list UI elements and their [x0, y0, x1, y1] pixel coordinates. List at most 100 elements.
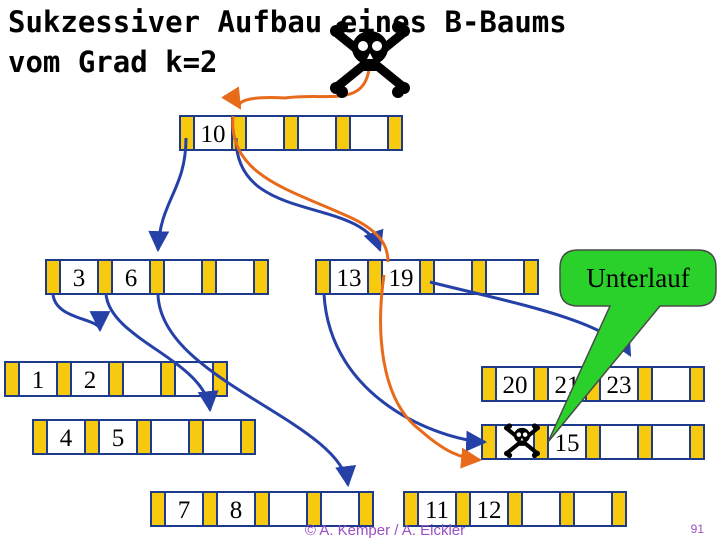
key-slot: [521, 491, 561, 527]
key-slot: [193, 115, 233, 151]
key-label: 4: [60, 425, 73, 452]
key-slot: [150, 419, 190, 455]
pointer-slot: [253, 259, 269, 295]
key-slot: [70, 361, 110, 397]
pointer-slot: [335, 115, 351, 151]
key-label: 5: [112, 425, 125, 452]
key-label: 6: [125, 265, 138, 292]
pointer-slot: [201, 259, 217, 295]
underflow-callout: Unterlauf: [547, 249, 717, 443]
pointer-slot: [611, 491, 627, 527]
key-label: 23: [607, 372, 632, 399]
pointer-left-to-leaf-1-2: [51, 293, 111, 333]
pointer-root-to-left: [148, 137, 188, 253]
pointer-slot: [507, 491, 523, 527]
key-slot: [163, 259, 203, 295]
pointer-slot: [32, 419, 48, 455]
key-slot: [381, 259, 421, 295]
key-slot: [573, 491, 613, 527]
pointer-slot: [559, 491, 575, 527]
key-slot: [349, 115, 389, 151]
pointer-slot: [306, 491, 322, 527]
title-line-2: vom Grad k=2: [8, 45, 218, 79]
pointer-slot: [108, 361, 124, 397]
key-slot: [469, 491, 509, 527]
pointer-root-to-right: [234, 137, 384, 252]
key-label: 20: [503, 372, 528, 399]
key-slot: [599, 366, 639, 402]
key-label: 12: [477, 497, 502, 524]
pointer-slot: [358, 491, 374, 527]
pointer-slot: [150, 491, 166, 527]
key-label: 1: [32, 367, 45, 394]
copyright-footer: © A. Kemper / A. Eickler: [305, 522, 465, 539]
pointer-slot: [637, 424, 653, 460]
key-slot: [98, 419, 138, 455]
callout-bubble: [547, 249, 717, 443]
pointer-slot: [455, 491, 471, 527]
path-skull-to-root: [221, 59, 372, 110]
key-slot: [216, 491, 256, 527]
key-slot: [651, 424, 691, 460]
pointer-slot: [471, 259, 487, 295]
key-label: 19: [389, 265, 414, 292]
key-slot: [18, 361, 58, 397]
pointer-slot: [403, 491, 419, 527]
pointer-slot: [56, 361, 72, 397]
page-number: 91: [691, 522, 705, 536]
key-label: 15: [555, 430, 580, 457]
pointer-slot: [136, 419, 152, 455]
key-slot: [215, 259, 255, 295]
path-root-to-right: [231, 115, 390, 263]
pointer-slot: [387, 115, 403, 151]
callout-label: Unterlauf: [586, 263, 689, 293]
pointer-slot: [637, 366, 653, 402]
key-slot: [122, 361, 162, 397]
pointer-slot: [315, 259, 331, 295]
pointer-slot: [149, 259, 165, 295]
key-slot: [164, 491, 204, 527]
key-label: 11: [425, 497, 449, 524]
pointer-slot: [367, 259, 383, 295]
pointer-slot: [202, 491, 218, 527]
pointer-slot: [240, 419, 256, 455]
key-label: 10: [201, 121, 226, 148]
title-line-1: Sukzessiver Aufbau eines B-Baums: [8, 5, 567, 39]
pointer-slot: [585, 424, 601, 460]
key-slot: [245, 115, 285, 151]
key-label: 7: [178, 497, 191, 524]
pointer-slot: [419, 259, 435, 295]
btree-node-root: 10: [179, 115, 403, 151]
key-slot: [651, 366, 691, 402]
pointer-left-to-leaf-7-8: [156, 293, 357, 488]
pointer-left-to-leaf-4-5: [104, 293, 219, 413]
skull-crossbones-icon: [330, 21, 410, 98]
pointer-slot: [689, 424, 705, 460]
pointer-slot: [533, 366, 549, 402]
pointer-slot: [4, 361, 20, 397]
key-slot: [599, 424, 639, 460]
pointer-slot: [188, 419, 204, 455]
pointer-right-to-leaf-15: [322, 293, 488, 452]
pointer-slot: [523, 259, 539, 295]
pointer-slot: [97, 259, 113, 295]
pointer-slot: [45, 259, 61, 295]
pointer-slot: [160, 361, 176, 397]
key-label: 3: [73, 265, 86, 292]
key-label: 13: [337, 265, 362, 292]
slide-title: Sukzessiver Aufbau eines B-Baums vom Gra…: [8, 2, 567, 82]
btree-node-leaf-11-12: 11 12: [403, 491, 627, 527]
pointer-slot: [481, 366, 497, 402]
key-slot: [268, 491, 308, 527]
key-slot: [297, 115, 337, 151]
skull-crossbones-icon: [504, 423, 540, 458]
key-slot: [202, 419, 242, 455]
search-path: [221, 59, 483, 469]
key-slot: [320, 491, 360, 527]
pointer-slot: [283, 115, 299, 151]
